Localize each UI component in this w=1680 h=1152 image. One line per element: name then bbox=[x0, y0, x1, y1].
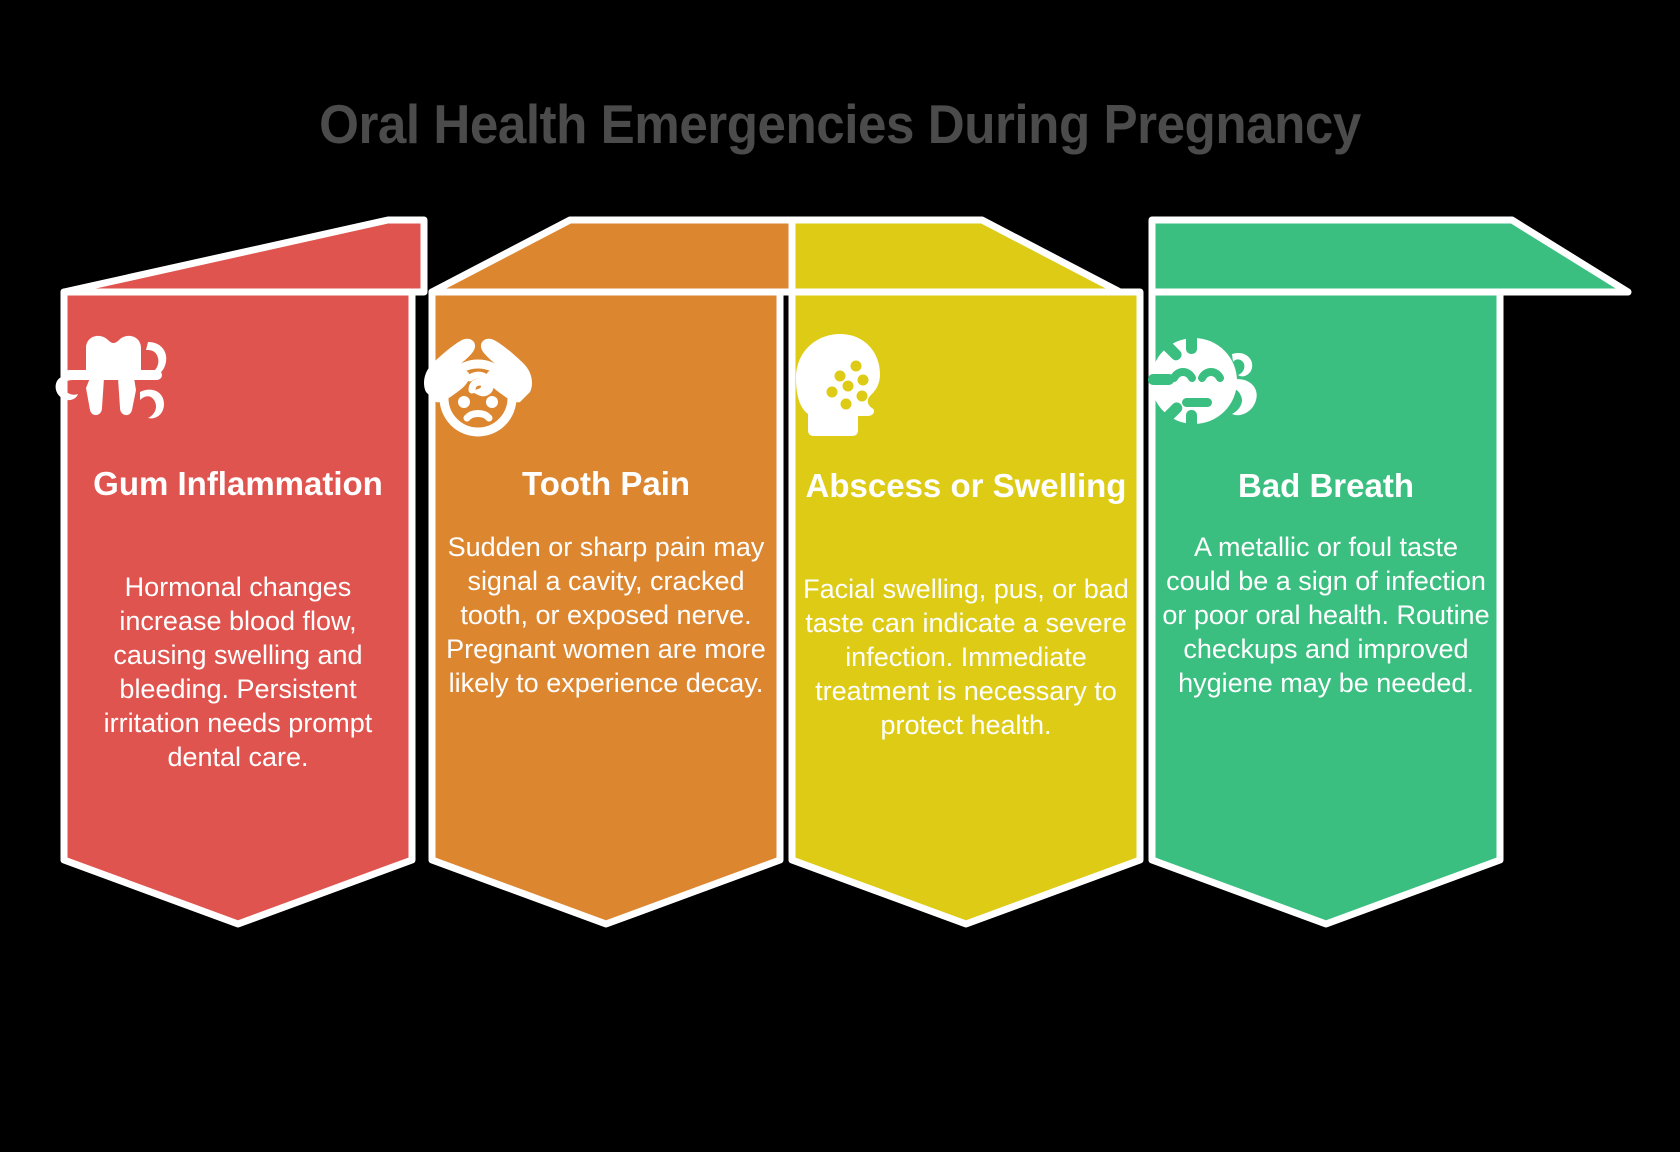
panel-body bbox=[60, 288, 416, 928]
panel-shape-gum-inflammation bbox=[60, 216, 428, 928]
panel-body bbox=[428, 288, 784, 928]
panel-top-flap bbox=[1148, 216, 1632, 296]
panel-description-bad-breath: A metallic or foul taste could be a sign… bbox=[1162, 532, 1490, 698]
panel-bad-breath[interactable]: Bad Breath A metallic or foul taste coul… bbox=[1140, 200, 1632, 960]
panel-description-gum-inflammation: Hormonal changes increase blood flow, ca… bbox=[103, 572, 373, 772]
panel-description-tooth-pain: Sudden or sharp pain may signal a cavity… bbox=[446, 532, 766, 698]
panel-shape-abscess-or-swelling bbox=[788, 216, 1144, 928]
panel-title-abscess-or-swelling: Abscess or Swelling bbox=[805, 467, 1127, 504]
panel-body bbox=[1148, 288, 1504, 928]
panel-tooth-pain[interactable]: Tooth Pain Sudden or sharp pain may sign… bbox=[420, 200, 796, 960]
panel-title-bad-breath: Bad Breath bbox=[1237, 467, 1415, 504]
panel-abscess-or-swelling[interactable]: Abscess or Swelling Facial swelling, pus… bbox=[780, 200, 1152, 960]
panel-title-tooth-pain: Tooth Pain bbox=[521, 465, 691, 502]
panel-top-flap bbox=[60, 216, 428, 296]
panel-description-abscess-or-swelling: Facial swelling, pus, or bad taste can i… bbox=[803, 574, 1129, 740]
panel-body bbox=[788, 288, 1144, 928]
panel-top-flap bbox=[428, 216, 796, 296]
page-title: Oral Health Emergencies During Pregnancy bbox=[319, 93, 1361, 155]
panel-shape-tooth-pain bbox=[428, 216, 796, 928]
panel-shape-bad-breath bbox=[1148, 216, 1632, 928]
banner-group: Gum Inflammation Hormonal changes increa… bbox=[0, 200, 1680, 960]
panel-title-gum-inflammation: Gum Inflammation bbox=[93, 465, 383, 502]
panel-gum-inflammation[interactable]: Gum Inflammation Hormonal changes increa… bbox=[52, 200, 428, 960]
panel-top-flap bbox=[788, 216, 1124, 296]
